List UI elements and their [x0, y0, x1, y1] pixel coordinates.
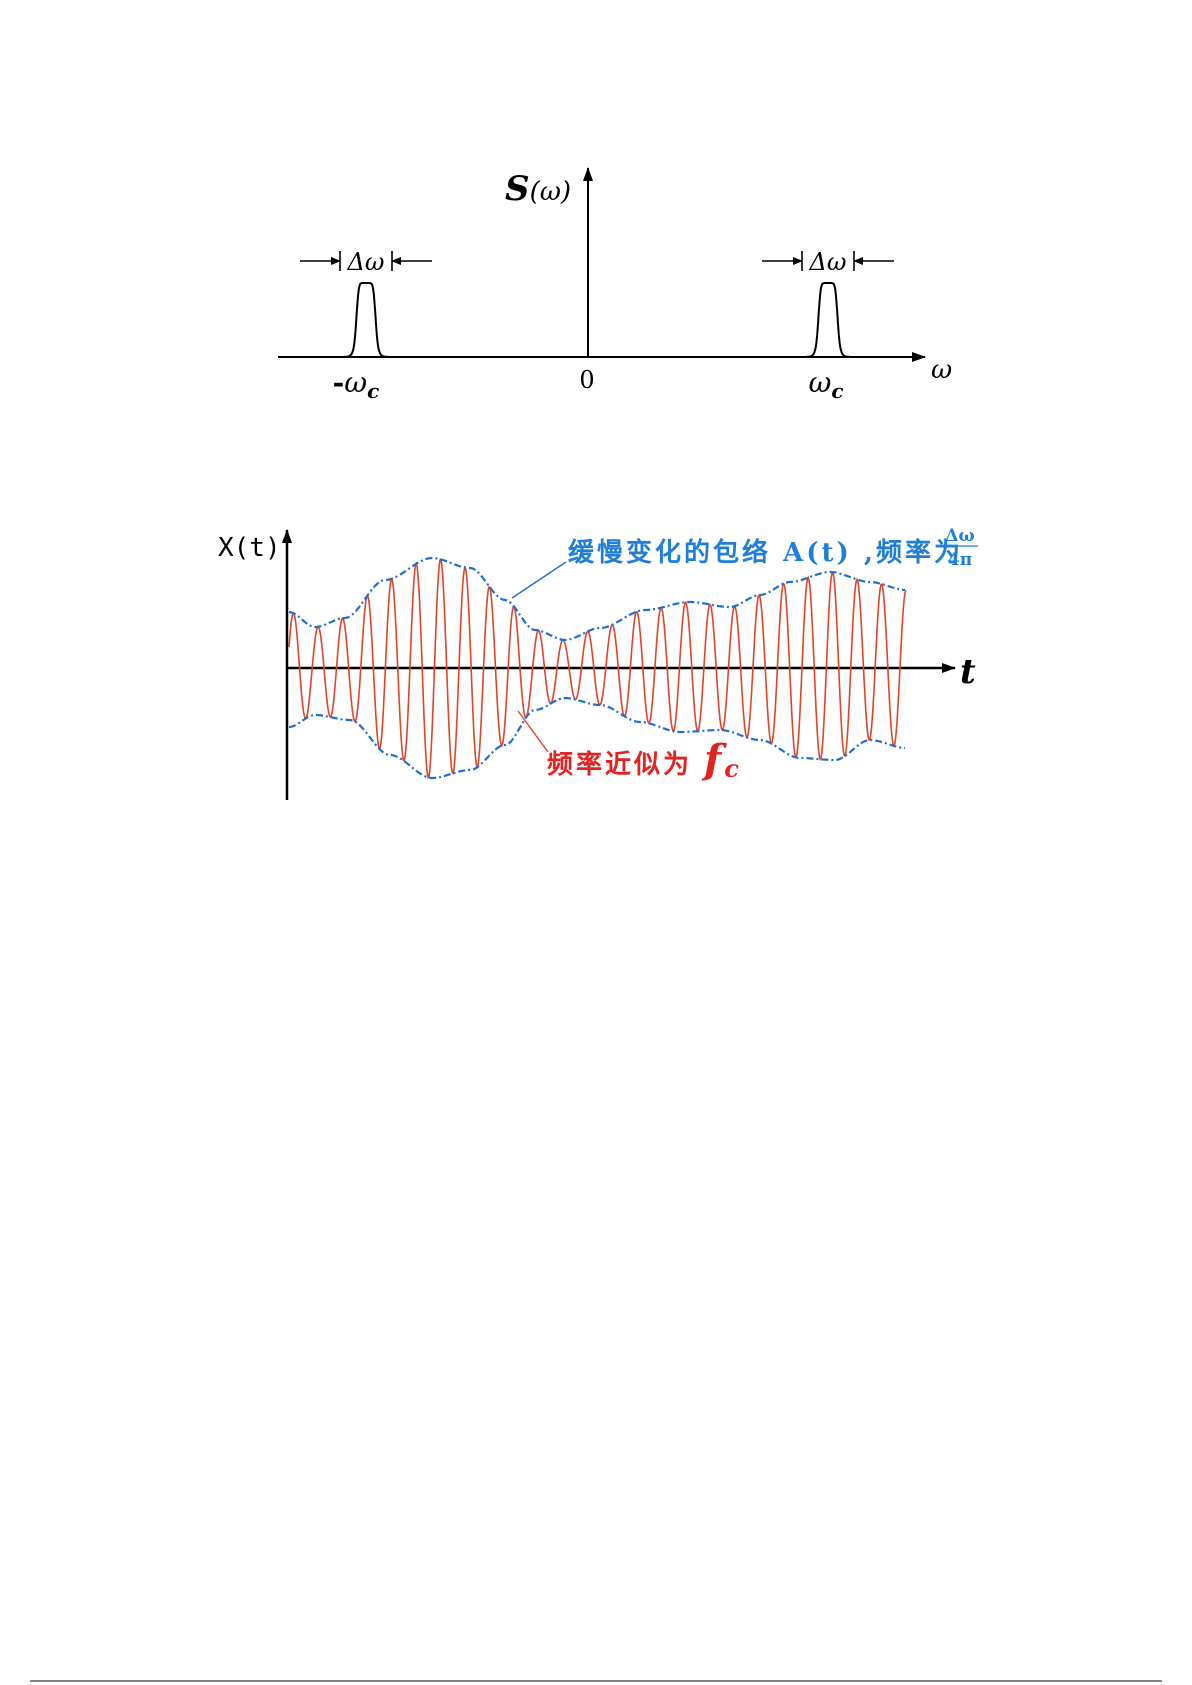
neg-carrier-symbol: ω: [344, 366, 367, 399]
waveform-diagram: X(t) t 缓慢变化的包络 A(t) ,频率为 Δω 4π 频率近似为 fc: [218, 526, 978, 800]
pos-carrier-subscript: c: [831, 379, 843, 403]
neg-carrier-label: -ωc: [333, 366, 380, 403]
bandwidth-marker-right: Δω: [762, 248, 894, 276]
envelope-fraction-numerator: Δω: [945, 526, 974, 546]
spectrum-x-label: ω: [931, 355, 952, 385]
spectrum-y-label-main: S: [505, 169, 530, 209]
carrier-subscript: c: [724, 754, 742, 783]
spectrum-y-label: S(ω): [505, 169, 571, 209]
pos-carrier-symbol: ω: [808, 366, 831, 399]
spectrum-y-label-arg: (ω): [530, 177, 572, 207]
spectrum-peak-negative: [344, 283, 387, 357]
neg-carrier-prefix: -: [333, 366, 345, 399]
spectrum-origin-label: 0: [579, 366, 594, 394]
carrier-leader-line: [518, 711, 548, 752]
bandwidth-label-right: Δω: [809, 248, 847, 276]
carrier-symbol: f: [701, 736, 727, 783]
carrier-caption: 频率近似为 fc: [547, 736, 742, 783]
bandwidth-marker-left: Δω: [300, 248, 432, 276]
waveform-y-label: X(t): [218, 533, 281, 563]
neg-carrier-subscript: c: [367, 379, 379, 403]
carrier-caption-text: 频率近似为: [547, 749, 692, 780]
spectrum-diagram: Δω Δω S(ω) ω 0 -ωc ωc: [278, 168, 952, 403]
envelope-fraction-denominator: 4π: [948, 550, 972, 570]
spectrum-peak-positive: [806, 283, 849, 357]
bandwidth-label-left: Δω: [347, 248, 385, 276]
waveform-x-label: t: [960, 652, 976, 692]
pos-carrier-label: ωc: [808, 366, 843, 403]
envelope-leader-line: [512, 562, 566, 598]
envelope-caption: 缓慢变化的包络 A(t) ,频率为: [568, 537, 963, 568]
